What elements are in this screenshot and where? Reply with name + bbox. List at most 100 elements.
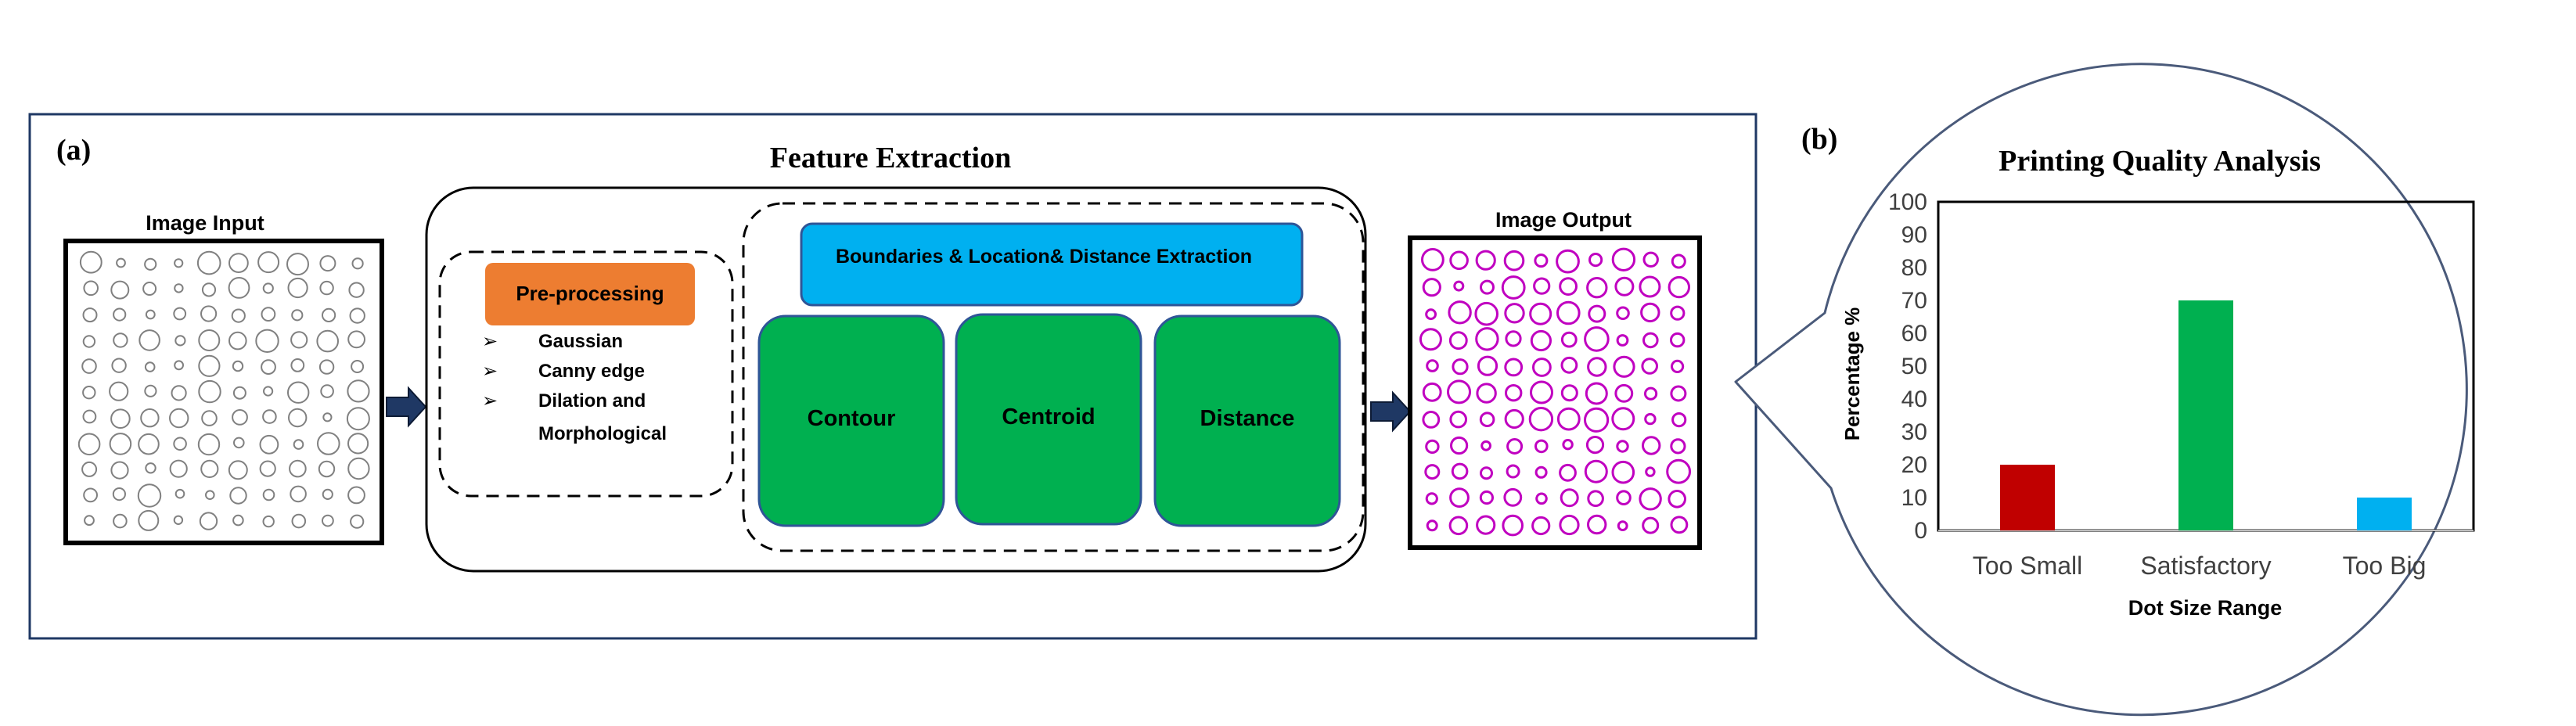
dot-circle xyxy=(288,408,308,428)
dot-circle xyxy=(1531,516,1551,536)
dot-circle xyxy=(1506,464,1520,479)
dot-circle xyxy=(1560,488,1579,508)
dot-circle xyxy=(1479,412,1495,428)
dot-circle xyxy=(317,432,340,455)
dot-circle xyxy=(319,255,336,272)
dot-circle xyxy=(1611,460,1635,484)
dot-circle xyxy=(1425,439,1440,455)
distance-module-label: Distance xyxy=(1200,406,1295,431)
dot-circle xyxy=(286,253,309,276)
dot-circle xyxy=(1645,466,1656,477)
dot-circle xyxy=(169,408,189,429)
dot-circle xyxy=(1611,247,1636,271)
dot-circle xyxy=(1534,439,1549,454)
dot-circle xyxy=(348,282,365,298)
contour-module-label: Contour xyxy=(808,406,896,431)
dot-circle xyxy=(347,433,369,455)
dot-circle xyxy=(1584,407,1610,433)
x-tick-label: Too Small xyxy=(1973,552,2083,580)
dot-circle xyxy=(229,487,247,505)
bar xyxy=(2178,300,2233,530)
dot-circle xyxy=(1556,300,1581,325)
dot-circle xyxy=(228,331,247,350)
dot-circle xyxy=(200,305,218,322)
bullet-icon: ➢ xyxy=(482,361,498,382)
dot-circle xyxy=(1560,356,1578,374)
dot-circle xyxy=(347,330,366,349)
dot-circle xyxy=(138,433,160,455)
dot-circle xyxy=(319,280,334,296)
bullet-icon: ➢ xyxy=(482,390,498,412)
dot-circle xyxy=(82,307,98,323)
preprocessing-step: Dilation and xyxy=(538,390,646,412)
dot-circle xyxy=(81,461,98,477)
dot-circle xyxy=(1616,490,1632,506)
dot-circle xyxy=(1559,463,1577,482)
preprocessing-label: Pre-processing xyxy=(516,282,664,305)
bar xyxy=(2357,498,2412,530)
y-tick-label: 100 xyxy=(1888,189,1927,215)
dot-circle xyxy=(1447,379,1471,404)
dot-circle xyxy=(232,386,246,400)
boundaries-extraction-label: Boundaries & Location& Distance Extracti… xyxy=(836,246,1252,268)
dot-circle xyxy=(79,250,103,274)
image-output-title: Image Output xyxy=(1495,208,1632,232)
dot-circle xyxy=(1425,492,1438,505)
dot-circle xyxy=(255,329,279,353)
dot-circle xyxy=(112,487,126,501)
dot-circle xyxy=(1426,519,1438,532)
dot-circle xyxy=(287,277,308,299)
dot-circle xyxy=(197,433,221,456)
dot-circle xyxy=(174,488,185,499)
dot-circle xyxy=(1556,407,1581,431)
dot-circle xyxy=(200,459,219,479)
dot-circle xyxy=(1506,438,1524,455)
feature-extraction-title: Feature Extraction xyxy=(770,142,1012,174)
dot-circle xyxy=(1587,514,1607,535)
dot-circle xyxy=(1502,514,1524,537)
dot-circle xyxy=(228,253,249,274)
dot-circle xyxy=(351,257,364,270)
dot-circle xyxy=(1535,492,1548,505)
dot-circle xyxy=(1426,359,1439,372)
dot-circle xyxy=(291,309,304,322)
dot-circle xyxy=(173,515,184,525)
bullet-icon: ➢ xyxy=(482,331,498,352)
centroid-module xyxy=(955,313,1142,526)
dot-circle xyxy=(289,459,307,478)
panel-a-tag: (a) xyxy=(56,134,91,167)
dot-circle xyxy=(116,257,126,268)
dot-circle xyxy=(1450,436,1469,455)
dot-circle xyxy=(1448,331,1468,350)
dot-circle xyxy=(1644,386,1658,401)
dot-circle xyxy=(346,407,370,431)
preprocessing-step: Morphological xyxy=(538,423,667,444)
dot-circle xyxy=(1505,330,1522,347)
dot-circle xyxy=(1530,380,1553,404)
dot-circle xyxy=(82,386,96,400)
dot-circle xyxy=(262,515,275,528)
dot-circle xyxy=(111,358,127,373)
dot-circle xyxy=(322,514,334,527)
flow-arrow-icon xyxy=(386,386,427,428)
contour-module xyxy=(757,314,945,527)
dot-circle xyxy=(1424,464,1441,480)
dot-circle xyxy=(84,515,95,527)
dot-circle xyxy=(1639,275,1661,298)
dot-circle xyxy=(145,309,156,320)
dot-circle xyxy=(232,514,244,527)
dot-circle xyxy=(1505,384,1523,402)
preprocessing-group xyxy=(438,250,734,498)
dot-circle xyxy=(1585,436,1605,455)
dot-circle xyxy=(261,307,276,322)
dot-circle xyxy=(232,360,244,372)
dot-circle xyxy=(232,409,248,426)
dot-circle xyxy=(1504,408,1524,429)
dot-circle xyxy=(1644,412,1657,426)
dot-circle xyxy=(322,412,333,422)
chart-title: Printing Quality Analysis xyxy=(1999,145,2321,178)
dot-circle xyxy=(318,359,335,375)
dot-circle xyxy=(1449,487,1470,508)
dot-circle xyxy=(1642,436,1661,455)
